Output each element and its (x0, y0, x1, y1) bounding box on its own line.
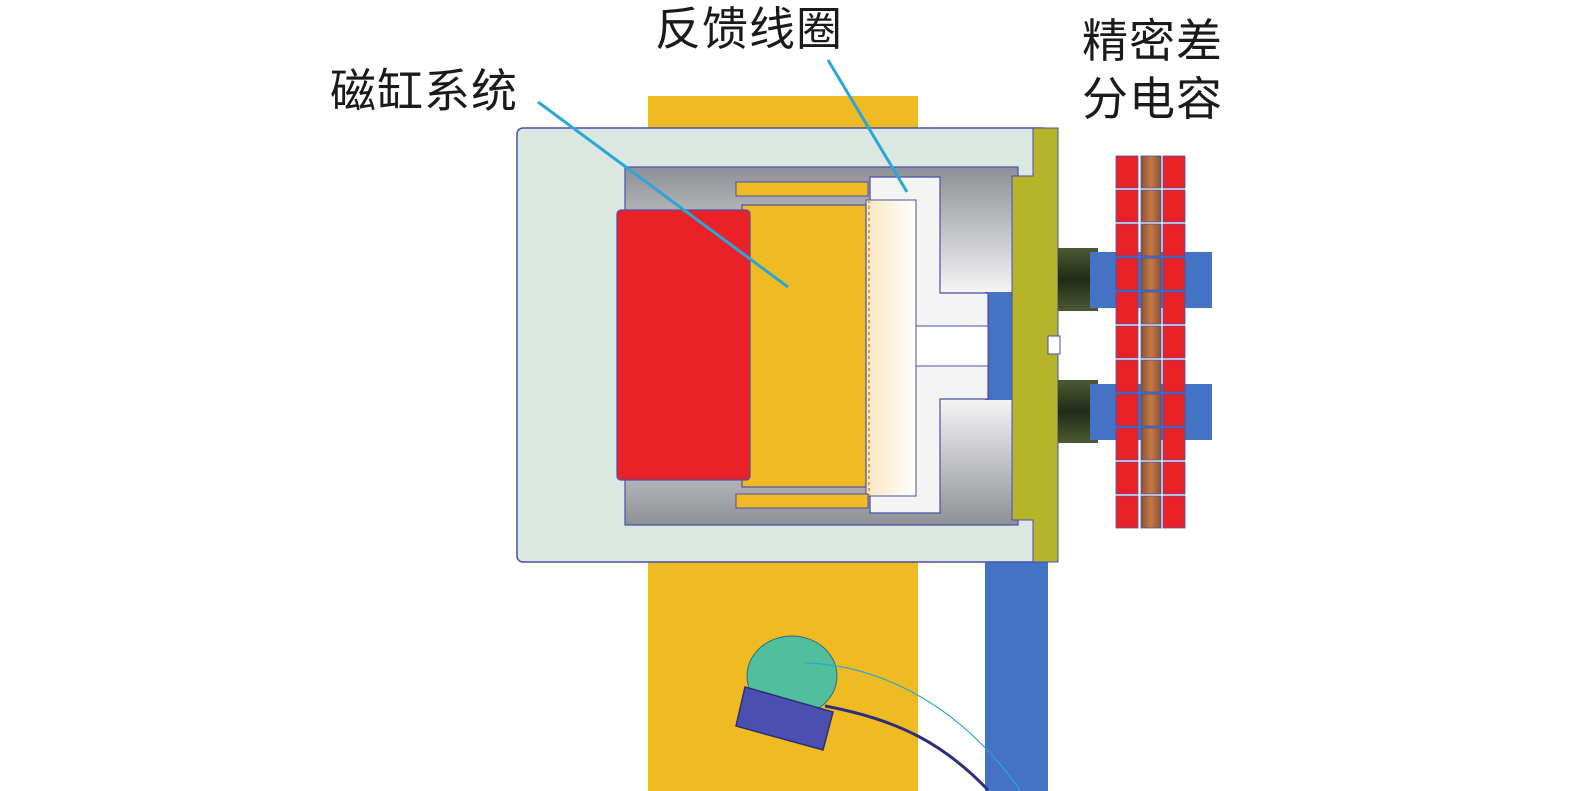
capacitor-plate-segment (1162, 461, 1186, 495)
differential-capacitor (1115, 155, 1186, 529)
sensor-block (735, 686, 834, 751)
cable-thick (824, 704, 990, 791)
leader-line-magnet (537, 100, 789, 289)
capacitor-plate-segment (1115, 393, 1139, 427)
capacitor-plate-segment (1162, 257, 1186, 291)
magnet-bottom-strip (735, 493, 869, 509)
capacitor-plate-segment (1115, 495, 1139, 529)
blue-post (985, 555, 1048, 791)
label-feedback-coil: 反馈线圈 (655, 2, 843, 56)
capacitor-plate-segment (1162, 495, 1186, 529)
capacitor-plate-segment (1140, 257, 1162, 291)
capacitor-plate-segment (1140, 461, 1162, 495)
capacitor-plate-segment (1140, 155, 1162, 189)
capacitor-plate-segment (1115, 223, 1139, 257)
blue-plate (985, 292, 1013, 400)
capacitor-plate-segment (1162, 189, 1186, 223)
capacitor-plate-segment (1162, 223, 1186, 257)
label-differential-capacitor: 精密差 分电容 (1082, 12, 1223, 128)
capacitor-plate-segment (1115, 257, 1139, 291)
capacitor-plate-segment (1115, 359, 1139, 393)
label-capacitor-line1: 精密差 (1082, 14, 1223, 68)
capacitor-plate-segment (1140, 427, 1162, 461)
capacitor-plate-segment (1162, 325, 1186, 359)
capacitor-plate-segment (1140, 393, 1162, 427)
label-magnet-system: 磁缸系统 (330, 64, 518, 118)
capacitor-plate-segment (1162, 393, 1186, 427)
capacitor-plate-segment (1162, 155, 1186, 189)
cable-thin (804, 662, 1021, 791)
capacitor-plate-segment (1115, 155, 1139, 189)
capacitor-plate-segment (1115, 291, 1139, 325)
capacitor-plate-segment (1140, 359, 1162, 393)
capacitor-plate-segment (1140, 291, 1162, 325)
capacitor-plate-segment (1115, 325, 1139, 359)
magnet-top-strip (735, 181, 869, 197)
magnet-core (741, 204, 867, 488)
coil-winding (865, 199, 917, 497)
capacitor-plate-segment (1162, 427, 1186, 461)
capacitor-plate-segment (1115, 461, 1139, 495)
capacitor-plate-segment (1162, 359, 1186, 393)
red-magnet (616, 209, 751, 481)
capacitor-plate-segment (1140, 495, 1162, 529)
capacitor-plate-segment (1162, 291, 1186, 325)
label-capacitor-line2: 分电容 (1082, 72, 1223, 126)
olive-flange-slot (1047, 335, 1061, 355)
capacitor-plate-segment (1115, 427, 1139, 461)
leader-line-coil (826, 59, 909, 193)
capacitor-plate-segment (1140, 223, 1162, 257)
capacitor-plate-segment (1115, 189, 1139, 223)
coil-bobbin-slot (914, 325, 989, 367)
capacitor-plate-segment (1140, 325, 1162, 359)
capacitor-plate-segment (1140, 189, 1162, 223)
